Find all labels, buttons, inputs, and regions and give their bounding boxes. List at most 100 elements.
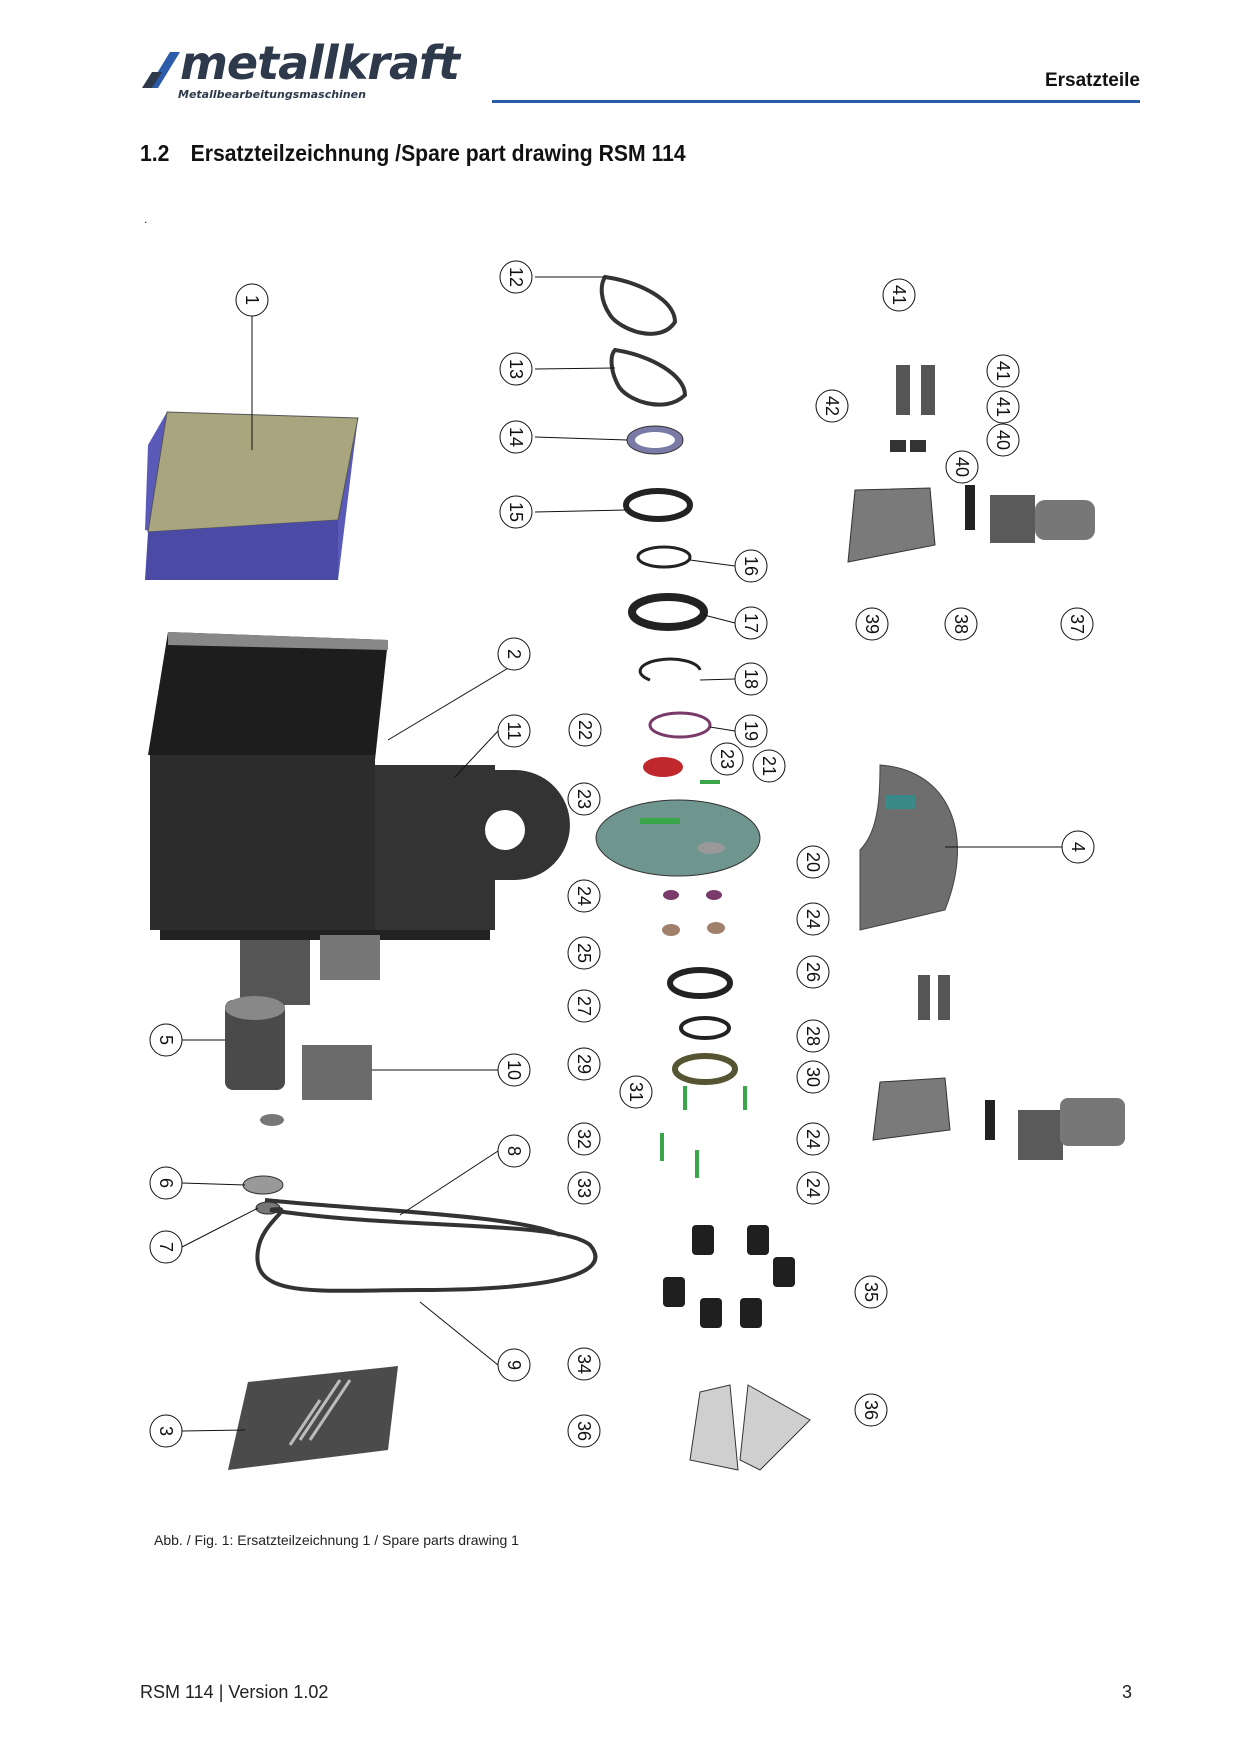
- callout-40a: 40: [986, 423, 1020, 457]
- callout-41a: 41: [882, 278, 916, 312]
- callout-26: 26: [796, 955, 830, 989]
- svg-text:13: 13: [506, 359, 526, 379]
- part-5-motor: [225, 996, 285, 1126]
- callout-41b: 41: [986, 354, 1020, 388]
- callout-7: 7: [149, 1230, 183, 1264]
- callout-40b: 40: [945, 450, 979, 484]
- svg-text:20: 20: [803, 852, 823, 872]
- callout-1: 1: [235, 283, 269, 317]
- callout-35: 35: [854, 1275, 888, 1309]
- title-text: Ersatzteilzeichnung /Spare part drawing …: [190, 140, 686, 166]
- leader-lines: [181, 276, 1062, 1432]
- footer-doc-version: RSM 114 | Version 1.02: [140, 1682, 329, 1702]
- lower-right-assembly: [872, 975, 1125, 1160]
- center-rings: [599, 274, 712, 739]
- svg-text:21: 21: [759, 756, 779, 776]
- svg-text:37: 37: [1067, 614, 1087, 634]
- svg-text:34: 34: [574, 1354, 594, 1374]
- callout-16: 16: [734, 549, 768, 583]
- svg-text:2: 2: [504, 649, 524, 659]
- callout-12: 12: [499, 260, 533, 294]
- callout-41c: 41: [986, 390, 1020, 424]
- svg-text:3: 3: [156, 1426, 176, 1436]
- metallkraft-logo: metallkraft Metallbearbeitungsmaschinen: [140, 36, 470, 108]
- svg-text:14: 14: [506, 427, 526, 447]
- callout-10: 10: [497, 1053, 531, 1087]
- part-1-cover: [145, 411, 359, 580]
- svg-text:27: 27: [574, 996, 594, 1016]
- part-9-belt: [264, 1198, 561, 1237]
- callout-21: 21: [752, 749, 786, 783]
- part-4-housing: [859, 764, 958, 931]
- svg-text:39: 39: [862, 614, 882, 634]
- callout-27: 27: [567, 989, 601, 1023]
- callout-19: 19: [734, 714, 768, 748]
- callout-33: 33: [567, 1171, 601, 1205]
- callout-38: 38: [944, 607, 978, 641]
- callout-13: 13: [499, 352, 533, 386]
- callout-24d: 24: [796, 1171, 830, 1205]
- svg-text:11: 11: [504, 722, 524, 741]
- svg-text:1: 1: [242, 295, 262, 305]
- callout-23b: 23: [710, 742, 744, 776]
- svg-text:42: 42: [822, 396, 842, 416]
- svg-text:18: 18: [741, 669, 761, 689]
- callout-8: 8: [497, 1134, 531, 1168]
- svg-text:35: 35: [861, 1282, 881, 1302]
- svg-text:26: 26: [803, 962, 823, 982]
- callouts: 1 2 3 4 5 6 7 8 9 10 11 12 13 14 15 16 1…: [149, 260, 1095, 1448]
- svg-text:41: 41: [993, 361, 1013, 381]
- svg-text:24: 24: [574, 886, 594, 906]
- svg-text:4: 4: [1068, 842, 1088, 852]
- callout-29: 29: [567, 1047, 601, 1081]
- callout-2: 2: [497, 637, 531, 671]
- svg-text:40: 40: [952, 457, 972, 477]
- callout-36b: 36: [854, 1393, 888, 1427]
- callout-20: 20: [796, 845, 830, 879]
- callout-31: 31: [619, 1075, 653, 1109]
- callout-17: 17: [734, 606, 768, 640]
- callout-30: 30: [796, 1060, 830, 1094]
- callout-24c: 24: [796, 1122, 830, 1156]
- callout-23: 23: [567, 782, 601, 816]
- svg-text:8: 8: [504, 1146, 524, 1156]
- part-6-pulley: [242, 1175, 284, 1195]
- part-3-plate: [228, 1366, 398, 1470]
- callout-11: 11: [497, 714, 531, 748]
- part-36-shields: [689, 1384, 811, 1471]
- logo-wordmark: metallkraft: [180, 36, 460, 90]
- callout-4: 4: [1061, 830, 1095, 864]
- upper-right-assembly: [847, 365, 1095, 563]
- footer-page-number: 3: [1121, 1682, 1132, 1702]
- svg-text:24: 24: [803, 909, 823, 929]
- svg-text:28: 28: [803, 1026, 823, 1046]
- callout-22: 22: [568, 713, 602, 747]
- svg-text:7: 7: [156, 1242, 176, 1252]
- svg-text:17: 17: [741, 613, 761, 633]
- callout-28: 28: [796, 1019, 830, 1053]
- callout-39: 39: [855, 607, 889, 641]
- callout-24a: 24: [567, 879, 601, 913]
- svg-text:24: 24: [803, 1178, 823, 1198]
- svg-text:36: 36: [574, 1421, 594, 1441]
- callout-9: 9: [497, 1348, 531, 1382]
- callout-5: 5: [149, 1023, 183, 1057]
- svg-text:36: 36: [861, 1400, 881, 1420]
- svg-text:41: 41: [889, 285, 909, 305]
- logo-mark-icon: [142, 52, 180, 88]
- svg-text:23: 23: [717, 749, 737, 769]
- svg-text:33: 33: [574, 1178, 594, 1198]
- svg-text:19: 19: [741, 721, 761, 741]
- part-20-turntable: [595, 757, 761, 877]
- svg-text:41: 41: [993, 397, 1013, 417]
- svg-text:5: 5: [156, 1035, 176, 1045]
- callout-25: 25: [567, 936, 601, 970]
- svg-text:10: 10: [504, 1060, 524, 1080]
- callout-37: 37: [1060, 607, 1094, 641]
- callout-42: 42: [815, 389, 849, 423]
- svg-text:31: 31: [626, 1082, 646, 1102]
- section-label: Ersatzteile: [1044, 70, 1140, 91]
- svg-text:22: 22: [575, 720, 595, 740]
